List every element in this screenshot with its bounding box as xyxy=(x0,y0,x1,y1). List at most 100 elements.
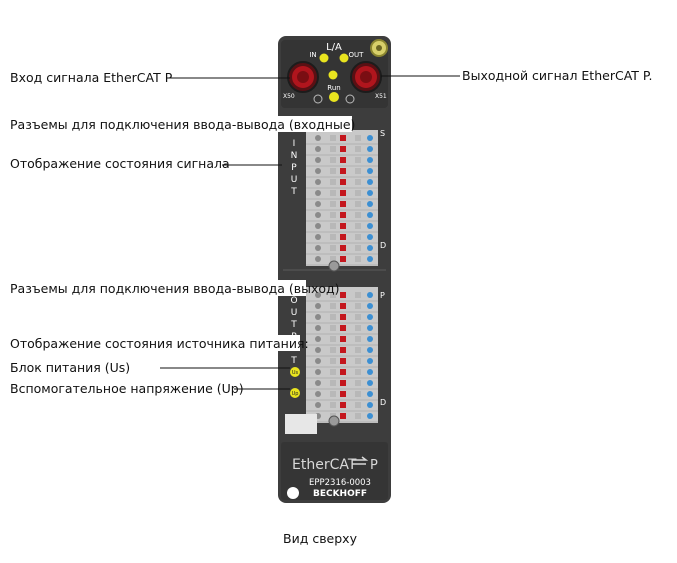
maker-name: BECKHOFF xyxy=(313,489,367,499)
terminal-contact xyxy=(340,168,346,174)
x51-label: X51 xyxy=(375,93,387,100)
terminal-contact xyxy=(315,234,321,240)
terminal-contact xyxy=(367,391,373,397)
out-label: OUT xyxy=(349,51,365,59)
terminal-contact xyxy=(315,347,321,353)
terminal-contact xyxy=(340,223,346,229)
terminal-contact xyxy=(330,256,336,262)
model-number: EPP2316-0003 xyxy=(309,478,371,488)
terminal-contact xyxy=(367,179,373,185)
terminal-contact xyxy=(367,190,373,196)
terminal-contact xyxy=(355,314,361,320)
terminal-contact xyxy=(315,336,321,342)
terminal-contact xyxy=(340,347,346,353)
terminal-body xyxy=(306,130,378,266)
terminal-contact xyxy=(340,292,346,298)
middle-screw-icon xyxy=(328,260,340,272)
terminal-contact xyxy=(355,369,361,375)
terminal-contact xyxy=(355,292,361,298)
la-label: L/A xyxy=(326,42,342,53)
us-label: Us xyxy=(292,370,299,376)
label-io-input: Разъемы для подключения ввода-вывода (вх… xyxy=(10,117,355,132)
terminal-contact xyxy=(367,314,373,320)
brand-text: EtherCAT xyxy=(292,457,357,473)
terminal-contact xyxy=(330,391,336,397)
run-led-lower xyxy=(329,92,339,102)
in-label: IN xyxy=(309,51,316,59)
terminal-contact xyxy=(355,245,361,251)
run-led xyxy=(328,70,338,80)
terminal-contact xyxy=(367,256,373,262)
terminal-contact xyxy=(355,179,361,185)
terminal-contact xyxy=(355,391,361,397)
terminal-contact xyxy=(330,135,336,141)
output-terminal-block xyxy=(306,287,378,423)
terminal-contact xyxy=(340,369,346,375)
svg-text:U: U xyxy=(291,175,298,185)
terminal-contact xyxy=(330,325,336,331)
terminal-contact xyxy=(355,358,361,364)
terminal-contact xyxy=(355,413,361,419)
terminal-contact xyxy=(340,358,346,364)
x50-label: X50 xyxy=(283,93,295,100)
terminal-contact xyxy=(367,325,373,331)
label-strip xyxy=(285,414,317,434)
svg-text:U: U xyxy=(291,308,298,318)
terminal-contact xyxy=(340,212,346,218)
ethercat-in-connector xyxy=(287,61,319,93)
terminal-contact xyxy=(367,234,373,240)
terminal-contact xyxy=(315,168,321,174)
brand-arrow-icon xyxy=(352,456,369,465)
terminal-contact xyxy=(340,413,346,419)
terminal-contact xyxy=(315,223,321,229)
terminal-contact xyxy=(367,380,373,386)
out-arrow-icon xyxy=(345,94,355,104)
terminal-contact xyxy=(340,325,346,331)
label-power-us: Блок питания (Us) xyxy=(10,360,130,375)
terminal-contact xyxy=(330,336,336,342)
svg-text:P: P xyxy=(291,163,297,173)
terminal-contact xyxy=(355,135,361,141)
terminal-contact xyxy=(315,402,321,408)
terminal-contact xyxy=(367,369,373,375)
terminal-contact xyxy=(330,380,336,386)
corner-d-label-input: D xyxy=(380,241,386,250)
terminal-contact xyxy=(355,157,361,163)
terminal-contact xyxy=(330,179,336,185)
terminal-contact xyxy=(355,234,361,240)
terminal-contact xyxy=(367,336,373,342)
terminal-contact xyxy=(330,190,336,196)
terminal-contact xyxy=(367,358,373,364)
terminal-contact xyxy=(330,146,336,152)
corner-d-label-output: D xyxy=(380,398,386,407)
terminal-contact xyxy=(355,256,361,262)
terminal-contact xyxy=(315,201,321,207)
terminal-contact xyxy=(315,325,321,331)
terminal-contact xyxy=(315,358,321,364)
terminal-contact xyxy=(330,303,336,309)
ethercat-out-connector xyxy=(350,61,382,93)
terminal-contact xyxy=(367,402,373,408)
terminal-contact xyxy=(340,380,346,386)
terminal-contact xyxy=(367,168,373,174)
svg-text:T: T xyxy=(290,187,297,197)
terminal-contact xyxy=(340,303,346,309)
terminal-contact xyxy=(367,413,373,419)
svg-text:O: O xyxy=(290,296,297,306)
terminal-contact xyxy=(340,314,346,320)
terminal-contact xyxy=(315,314,321,320)
brand-suffix: P xyxy=(370,458,378,473)
terminal-contact xyxy=(330,347,336,353)
svg-text:T: T xyxy=(290,356,297,366)
terminal-contact xyxy=(355,201,361,207)
terminal-contact xyxy=(340,179,346,185)
terminal-contact xyxy=(340,201,346,207)
lower-screw-icon xyxy=(328,415,340,427)
terminal-contact xyxy=(315,135,321,141)
label-aux-up: Вспомогательное напряжение (Uр) xyxy=(10,381,244,396)
terminal-contact xyxy=(355,168,361,174)
label-signal-status: Отображение состояния сигнала xyxy=(10,156,230,171)
terminal-contact xyxy=(340,391,346,397)
terminal-contact xyxy=(330,212,336,218)
